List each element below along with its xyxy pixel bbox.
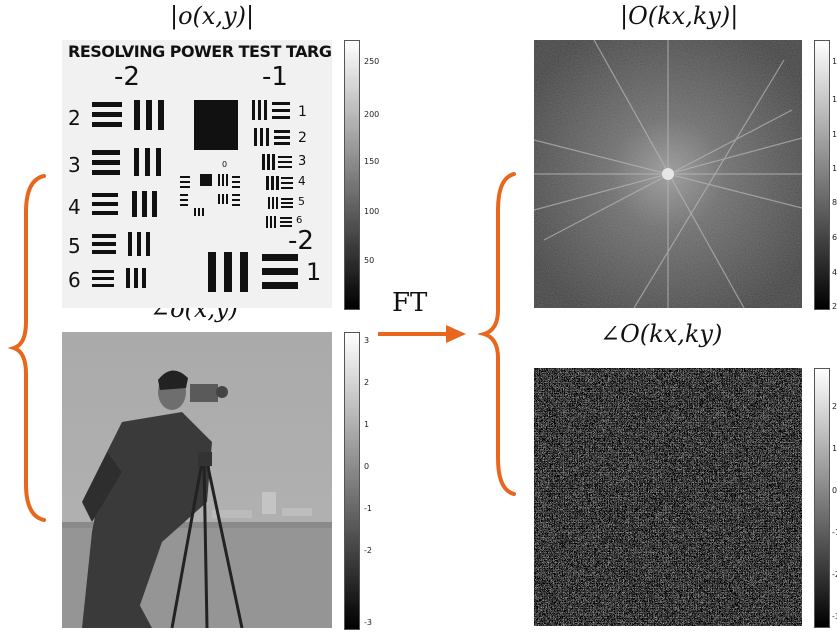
colorbar-tick: 8 [832,198,837,207]
group-label-neg2: -2 [114,62,140,92]
colorbar-tick: 1 [832,444,837,453]
colorbar-tick: 100 [364,207,380,216]
title-magnitude-fourier: |O(kx,ky)| [620,2,739,30]
colorbar-tick: 150 [364,157,380,166]
element-number: 1 [298,104,307,120]
ft-label: FT [392,288,428,318]
ft-arrow [378,325,466,343]
element-number: 6 [68,268,81,292]
colorbar-tick: 200 [364,110,380,119]
element-number: 4 [298,174,306,188]
corner-number: 1 [306,258,322,286]
element-number: 3 [298,154,307,169]
right-curly-brace [478,172,516,496]
colorbar-tick: 2 [364,378,370,387]
element-number: 5 [298,195,305,208]
element-number: 2 [298,130,307,146]
fourier-magnitude-image [534,40,802,308]
colorbar-tick: 3 [364,336,370,345]
colorbar-tick: 16 [832,57,837,66]
colorbar-tick: 2 [832,302,837,311]
element-number: 3 [68,153,81,177]
colorbar-tick: 250 [364,57,380,66]
center-square [194,100,238,150]
colorbar-tick: 0 [832,486,837,495]
colorbar-tick: -2 [364,546,372,555]
colorbar-tick: -1 [364,504,372,513]
colorbar-tick: 14 [832,95,837,104]
colorbar-magnitude-object [344,40,360,310]
title-magnitude-object: |o(x,y)| [170,2,255,30]
colorbar-tick: -3 [364,618,372,627]
target-heading: RESOLVING POWER TEST TARGET [68,42,332,61]
colorbar-tick: 10 [832,164,837,173]
colorbar-tick: 50 [364,256,375,265]
colorbar-tick: -2 [832,570,837,579]
colorbar-phase-fourier [814,368,830,628]
element-number: 5 [68,234,81,258]
element-number: 6 [296,215,303,226]
group-label-neg1: -1 [262,62,288,92]
element-number: 4 [68,195,81,219]
colorbar-magnitude-fourier [814,40,830,310]
title-phase-fourier: ∠O(kx,ky) [600,320,723,348]
colorbar-tick: 6 [832,233,837,242]
colorbar-tick: 4 [832,268,837,277]
element-number: 2 [68,106,81,130]
colorbar-phase-object [344,332,360,630]
colorbar-tick: 1 [364,420,370,429]
left-curly-brace [8,174,46,522]
colorbar-tick: 2 [832,402,837,411]
colorbar-tick: -1 [832,528,837,537]
fourier-phase-image [534,368,802,626]
resolution-target-image: RESOLVING POWER TEST TARGET -2 -1 2 3 4 … [62,40,332,308]
group-label-2: -2 [288,226,314,256]
center-group-label: 0 [222,160,228,169]
colorbar-tick: -3 [832,612,837,621]
colorbar-tick: 12 [832,130,837,139]
phase-object-image [62,332,332,628]
colorbar-tick: 0 [364,462,370,471]
